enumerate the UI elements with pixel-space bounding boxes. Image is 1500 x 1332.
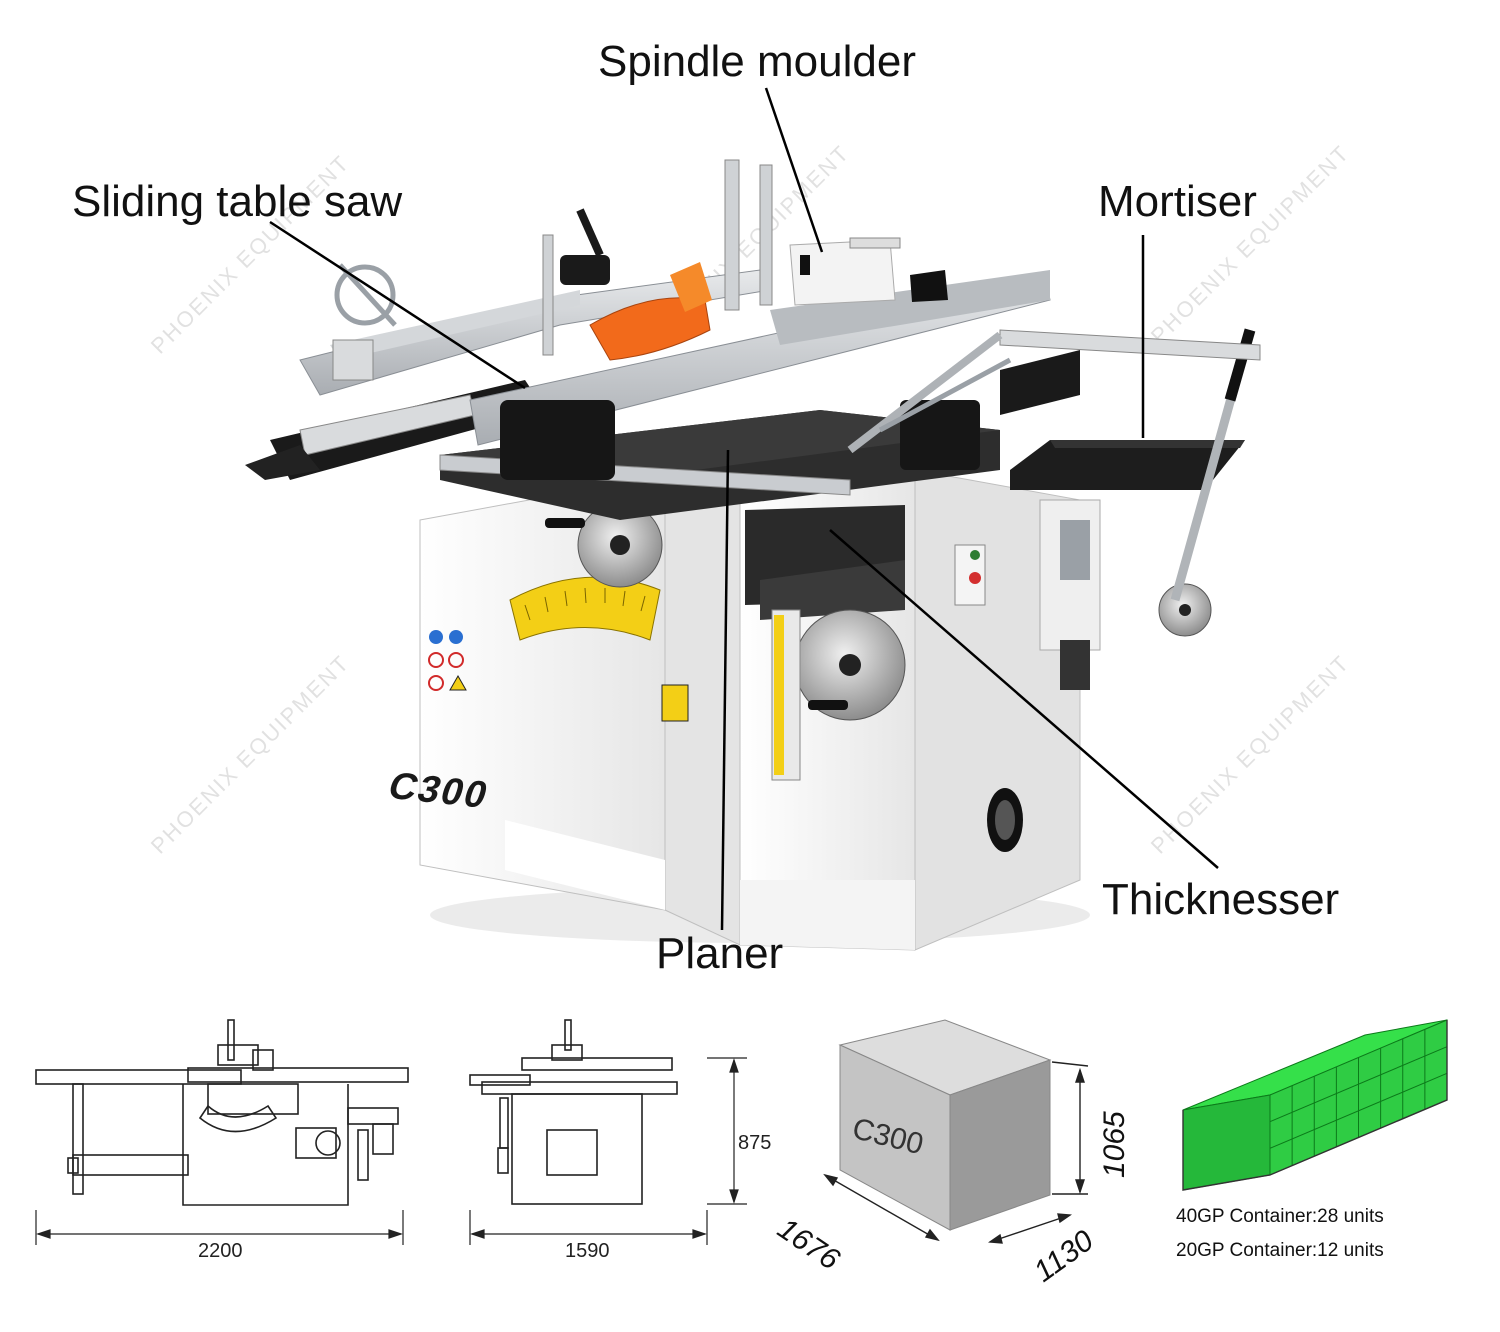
leader-spindle-moulder — [764, 87, 824, 253]
container-outline — [1182, 1020, 1448, 1191]
box-width-dimension — [989, 1214, 1071, 1243]
front-width-label: 2200 — [198, 1240, 243, 1262]
front-elevation-drawing — [35, 1019, 409, 1245]
mitre-protractor — [334, 263, 397, 327]
side-height-label: 875 — [738, 1132, 772, 1154]
thicknesser-handwheel — [794, 609, 906, 721]
leader-lines — [269, 87, 1219, 931]
combination-machine-illustration: PHOENIX EQUIPMENT PHOENIX EQUIPMENT PHOE… — [146, 87, 1355, 951]
container-grid-line — [1269, 1046, 1448, 1123]
container-grid-line — [1269, 1072, 1448, 1149]
model-mark: C300 — [383, 765, 495, 817]
callout-planer: Planer — [656, 929, 784, 978]
hold-down-clamp — [542, 208, 610, 356]
machine-base — [419, 469, 1081, 951]
emergency-stop — [969, 572, 981, 584]
fence-clamp — [500, 400, 615, 480]
mortiser-unit — [999, 328, 1261, 690]
saw-guard — [589, 297, 711, 361]
box-side — [949, 1059, 1051, 1231]
watermark-text: PHOENIX EQUIPMENT — [146, 650, 355, 859]
spindle-moulder-unit — [724, 159, 948, 311]
side-elevation-drawing — [469, 1019, 747, 1245]
leader-thicknesser — [829, 529, 1219, 869]
shipping-box-drawing — [823, 1019, 1089, 1244]
callout-sliding-table-saw: Sliding table saw — [72, 177, 403, 226]
box-height-label: 1065 — [1098, 1111, 1131, 1178]
container-loading-drawing — [1182, 1019, 1448, 1191]
leader-planer — [720, 449, 730, 931]
callout-mortiser: Mortiser — [1098, 177, 1257, 226]
watermark-text: PHOENIX EQUIPMENT — [1146, 650, 1355, 859]
box-length-dimension — [824, 1174, 939, 1241]
safety-stickers — [428, 630, 689, 722]
container-40gp-caption: 40GP Container:28 units — [1176, 1206, 1384, 1227]
side-depth-label: 1590 — [565, 1240, 610, 1262]
tilt-scale — [509, 576, 661, 641]
callout-spindle-moulder: Spindle moulder — [598, 37, 916, 86]
saw-height-handwheel — [545, 502, 663, 588]
container-end-face — [1182, 1094, 1271, 1191]
leader-sliding-table-saw — [269, 220, 526, 390]
mortiser-handwheel — [1158, 583, 1212, 637]
container-20gp-caption: 20GP Container:12 units — [1176, 1240, 1384, 1261]
callout-thicknesser: Thicknesser — [1102, 875, 1340, 924]
watermark-text: PHOENIX EQUIPMENT — [1146, 140, 1355, 349]
